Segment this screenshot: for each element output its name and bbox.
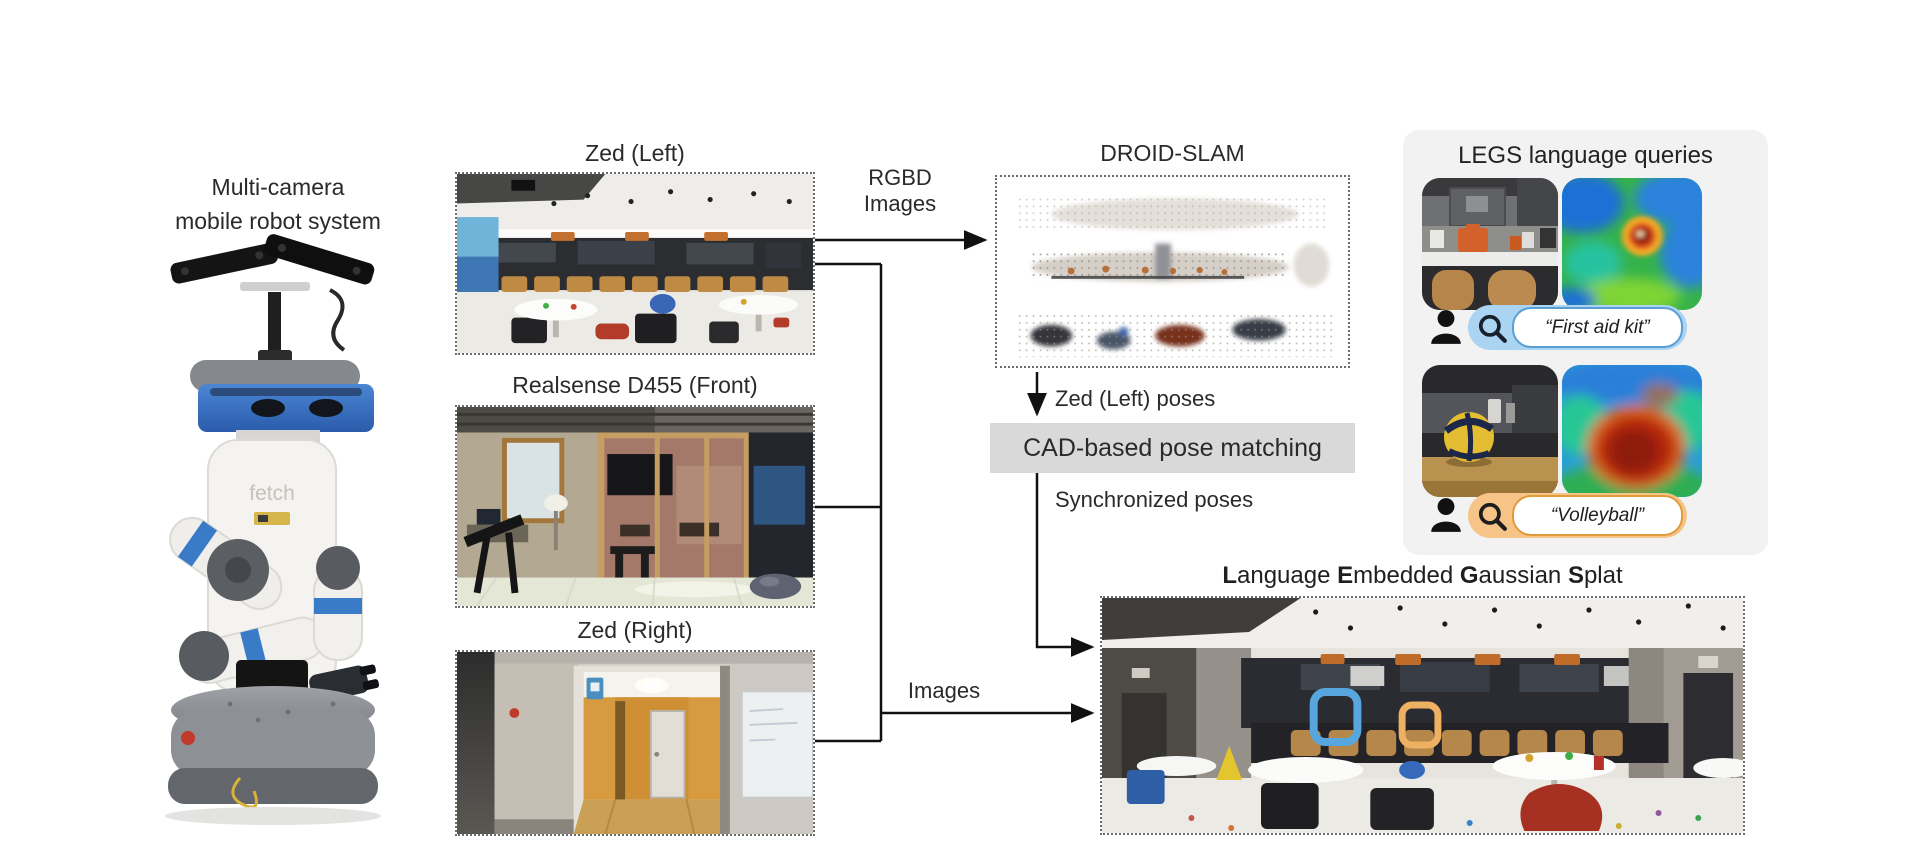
legs-splat-title: Language Embedded Gaussian Splat [1100,562,1745,590]
first-aid-kit-highlight [1309,688,1362,746]
query1-text: “First aid kit” [1512,307,1683,348]
legs-queries-panel: LEGS language queries [1403,130,1768,555]
query2-capsule: “Volleyball” [1468,493,1687,538]
person-icon [1427,496,1465,534]
robot-base [165,660,381,825]
robot-head [190,360,374,432]
zed-left-label: Zed (Left) [585,140,685,166]
rgbd-label-line2: Images [863,191,937,216]
query2-text: “Volleyball” [1512,495,1683,536]
realsense-photo [455,405,815,608]
title-bold-L: L [1222,562,1237,589]
realsense-label: Realsense D455 (Front) [512,372,758,398]
volleyball-highlight [1398,701,1442,749]
magnifier-icon [1476,500,1508,532]
robot-arm [169,516,380,703]
cad-pose-matching-box: CAD-based pose matching [990,423,1355,473]
legs-queries-title: LEGS language queries [1458,142,1713,169]
robot-label-line1: Multi-camera [211,174,345,200]
title-rest-4: plat [1583,562,1623,589]
rgbd-images-label: RGBD Images [840,165,960,217]
title-rest-2: mbedded [1353,562,1460,589]
images-label: Images [907,678,981,703]
person-icon [1427,308,1465,346]
zed-right-label: Zed (Right) [577,617,693,643]
query2-heatmap-image [1562,365,1702,497]
legs-splat-render [1100,596,1745,835]
title-bold-G: G [1459,562,1479,589]
query1-heatmap-image [1562,178,1702,310]
droid-slam-pointcloud [995,175,1350,368]
query1-capsule: “First aid kit” [1468,305,1687,350]
stereo-camera-rig [170,234,375,370]
camera-collector-lines [815,262,883,743]
title-rest-1: anguage [1237,562,1338,589]
robot-label-line2: mobile robot system [175,208,381,234]
title-rest-3: aussian [1478,562,1568,589]
query1-rgb-image [1422,178,1558,310]
title-bold-E: E [1337,562,1354,589]
robot-photo: fetch [165,234,381,825]
droid-slam-title: DROID-SLAM [1100,140,1245,166]
title-bold-S: S [1567,562,1584,589]
robot-label: Multi-camera mobile robot system [118,170,438,238]
synchronized-poses-label: Synchronized poses [1055,487,1254,512]
zed-left-photo [455,172,815,355]
zed-left-poses-label: Zed (Left) poses [1055,386,1216,411]
magnifier-icon [1476,312,1508,344]
rgbd-label-line1: RGBD [868,165,932,190]
query2-rgb-image [1422,365,1558,497]
robot-brand-logo: fetch [249,482,295,505]
zed-right-photo [455,650,815,836]
